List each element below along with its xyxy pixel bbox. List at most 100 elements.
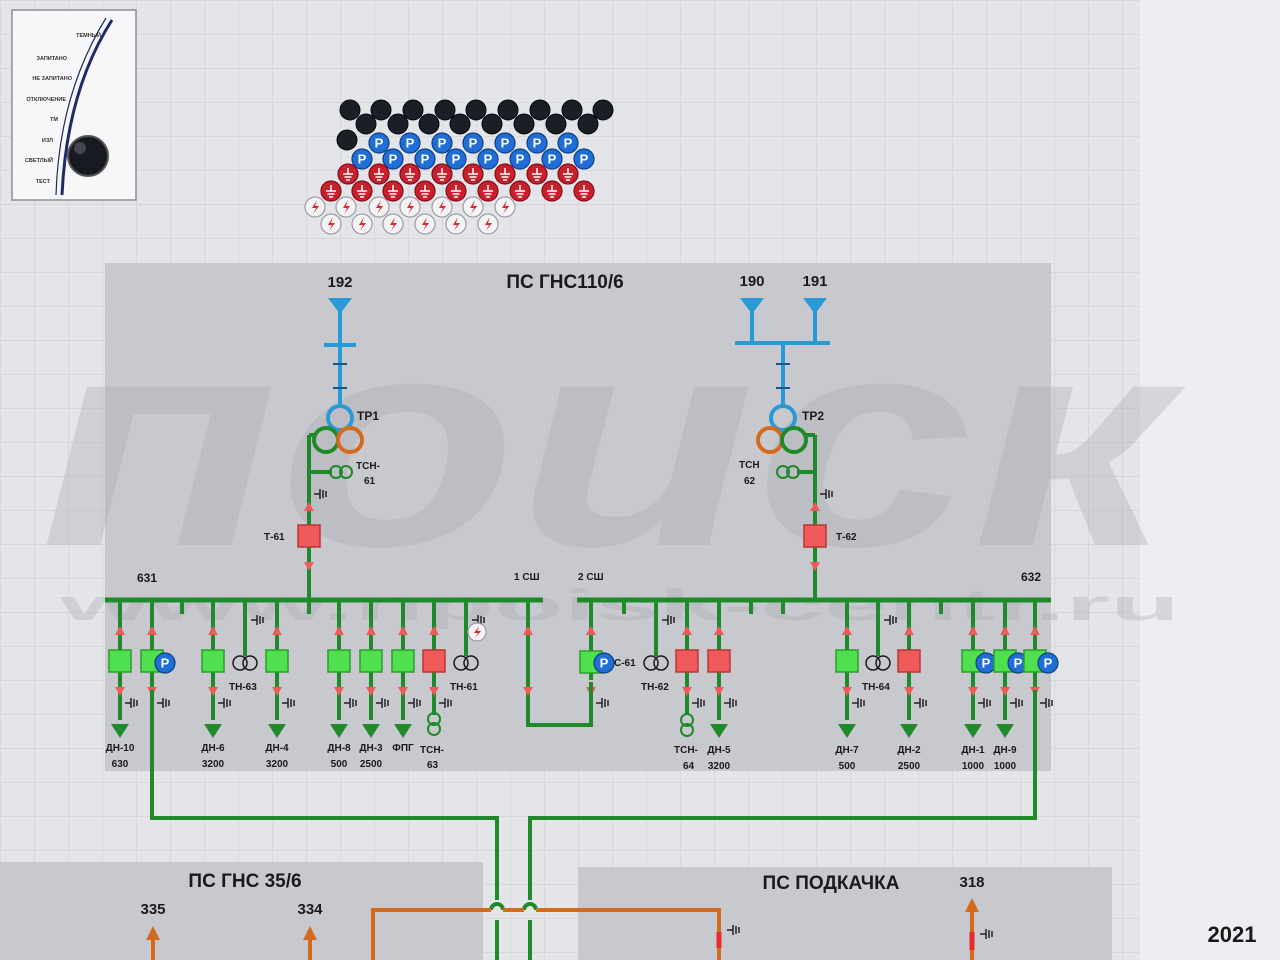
tsn63-label-top: ТСН- [420,745,444,756]
feeder-breaker[interactable] [707,649,731,673]
magnet-token-black[interactable] [336,129,358,151]
magnet-token-p[interactable]: P [494,132,516,154]
tn63-label: ТН-63 [229,682,257,693]
magnet-token-earth[interactable] [320,180,342,202]
magnet-token-earth[interactable] [477,180,499,202]
magnet-token-danger[interactable] [382,213,404,235]
magnet-token-danger[interactable] [431,196,453,218]
feeder-breaker[interactable] [675,649,699,673]
magnet-token-danger[interactable] [462,196,484,218]
magnet-token-p[interactable]: P [541,148,563,170]
magnet-token-black[interactable] [465,99,487,121]
magnet-token-earth[interactable] [494,163,516,185]
magnet-token-danger[interactable] [399,196,421,218]
magnet-token-danger[interactable] [335,196,357,218]
magnet-token-earth[interactable] [462,163,484,185]
magnet-token-p[interactable]: P [445,148,467,170]
magnet-token-earth[interactable] [431,163,453,185]
breaker-t61[interactable] [297,524,321,548]
feeder-breaker[interactable] [359,649,383,673]
magnet-token-black[interactable] [592,99,614,121]
feeder-dn1 [961,600,997,738]
magnet-token-black[interactable] [497,99,519,121]
magnet-token-earth[interactable] [414,180,436,202]
mode-selector-knob[interactable] [67,135,109,177]
magnet-token-p[interactable]: P [526,132,548,154]
lightning-icon [328,217,335,231]
magnet-token-black[interactable] [339,99,361,121]
feeder-breaker[interactable] [835,649,859,673]
magnet-token-black[interactable] [513,113,535,135]
magnet-token-black[interactable] [370,99,392,121]
p-token-disc [431,132,453,154]
magnet-token-black[interactable] [355,113,377,135]
magnet-token-p[interactable]: P [462,132,484,154]
magnet-token-p[interactable]: P [557,132,579,154]
voltage-transformer-tn61 [453,600,485,671]
earth-icon [483,185,493,198]
lightning-icon [390,217,397,231]
magnet-token-earth[interactable] [509,180,531,202]
magnet-token-danger[interactable] [368,196,390,218]
magnet-token-p[interactable]: P [431,132,453,154]
magnet-token-black[interactable] [402,99,424,121]
tn-coil [463,655,479,671]
tn-coil [875,655,891,671]
magnet-token-black[interactable] [577,113,599,135]
magnet-token-earth[interactable] [382,180,404,202]
p-token-letter: P [501,136,510,151]
watermark: поиск [40,273,1192,609]
earth-icon [500,168,510,181]
magnet-token-black[interactable] [529,99,551,121]
feeder-breaker[interactable] [327,649,351,673]
p-token-icon [593,652,615,674]
magnet-token-danger[interactable] [304,196,326,218]
magnet-token-earth[interactable] [445,180,467,202]
magnet-token-black[interactable] [418,113,440,135]
magnet-token-earth[interactable] [368,163,390,185]
magnet-token-p[interactable]: P [573,148,595,170]
breaker-t62[interactable] [803,524,827,548]
magnet-token-p[interactable]: P [477,148,499,170]
p-token-letter: P [358,152,367,167]
feeder-breaker[interactable] [391,649,415,673]
magnet-token-earth[interactable] [557,163,579,185]
hv-line-right [735,298,830,407]
magnet-token-black[interactable] [434,99,456,121]
magnet-token-earth[interactable] [526,163,548,185]
feeder-breaker[interactable] [108,649,132,673]
magnet-token-danger[interactable] [477,213,499,235]
tn-coil [643,655,659,671]
magnet-token-danger[interactable] [445,213,467,235]
feeder-breaker[interactable] [897,649,921,673]
danger-token-tn61[interactable] [467,622,487,642]
magnet-token-p[interactable]: P [351,148,373,170]
magnet-token-danger[interactable] [351,213,373,235]
magnet-token-black[interactable] [561,99,583,121]
magnet-token-earth[interactable] [399,163,421,185]
tsn-coil [427,712,441,726]
feeder-breaker[interactable] [265,649,289,673]
magnet-token-danger[interactable] [414,213,436,235]
magnet-token-p[interactable]: P [509,148,531,170]
magnet-token-black[interactable] [545,113,567,135]
magnet-token-danger[interactable] [494,196,516,218]
magnet-token-earth[interactable] [337,163,359,185]
magnet-token-p[interactable]: P [368,132,390,154]
magnet-token-black[interactable] [481,113,503,135]
magnet-token-earth[interactable] [541,180,563,202]
magnet-token-p[interactable]: P [414,148,436,170]
feeder-breaker[interactable] [201,649,225,673]
magnet-token-danger[interactable] [320,213,342,235]
magnet-token-p[interactable]: P [399,132,421,154]
feeder-breaker[interactable] [422,649,446,673]
magnet-token-black[interactable] [449,113,471,135]
bus-section-label-1: 1 СШ [514,572,540,583]
magnet-token-black[interactable] [387,113,409,135]
magnet-token-p[interactable]: P [382,148,404,170]
magnet-token-earth[interactable] [351,180,373,202]
tn-coil [453,655,469,671]
feeder-dn7 [835,600,865,738]
magnet-token-earth[interactable] [573,180,595,202]
